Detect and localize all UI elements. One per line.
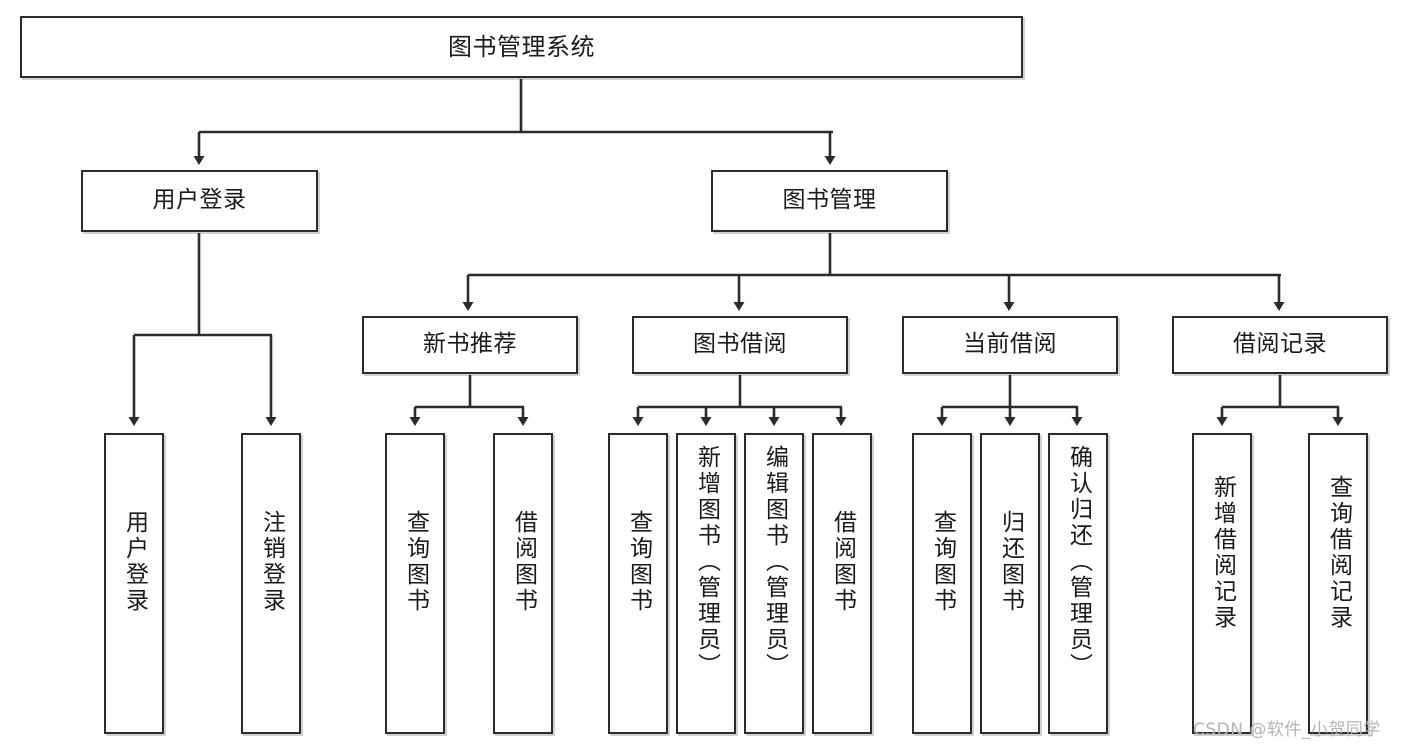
- node-user-login-label: 用户登录: [152, 187, 247, 214]
- node-current-borrow[interactable]: 当前借阅: [902, 316, 1118, 374]
- leaf-borrow-query-book[interactable]: 查询图书: [608, 433, 668, 734]
- leaf-borrow-add-book[interactable]: 新增图书（管理员）: [676, 433, 736, 734]
- leaf-current-query-book-label: 查询图书: [929, 510, 956, 614]
- watermark: CSDN @软件_小贺同学: [1193, 720, 1381, 740]
- node-book-borrow-label: 图书借阅: [693, 331, 787, 358]
- node-borrow-record-label: 借阅记录: [1233, 331, 1327, 358]
- leaf-record-query-label: 查询借阅记录: [1325, 475, 1352, 631]
- leaf-user-logout[interactable]: 注销登录: [241, 433, 301, 734]
- node-book-manage-label: 图书管理: [782, 187, 877, 214]
- leaf-borrow-borrow-book[interactable]: 借阅图书: [812, 433, 872, 734]
- leaf-record-add-label: 新增借阅记录: [1209, 475, 1236, 631]
- leaf-borrow-add-book-label: 新增图书（管理员）: [693, 445, 720, 679]
- leaf-current-return-book[interactable]: 归还图书: [980, 433, 1040, 734]
- leaf-borrow-borrow-book-label: 借阅图书: [829, 510, 856, 614]
- leaf-record-query[interactable]: 查询借阅记录: [1308, 433, 1368, 734]
- leaf-user-logout-label: 注销登录: [258, 510, 285, 614]
- leaf-current-query-book[interactable]: 查询图书: [912, 433, 972, 734]
- node-new-book-recommend[interactable]: 新书推荐: [362, 316, 578, 374]
- node-root-label: 图书管理系统: [448, 32, 595, 61]
- node-borrow-record[interactable]: 借阅记录: [1172, 316, 1388, 374]
- node-new-book-recommend-label: 新书推荐: [423, 331, 517, 358]
- leaf-recommend-query-book-label: 查询图书: [402, 510, 429, 614]
- node-book-manage[interactable]: 图书管理: [711, 170, 948, 232]
- leaf-borrow-edit-book-label: 编辑图书（管理员）: [761, 445, 788, 679]
- node-current-borrow-label: 当前借阅: [963, 331, 1057, 358]
- leaf-borrow-edit-book[interactable]: 编辑图书（管理员）: [744, 433, 804, 734]
- node-root[interactable]: 图书管理系统: [20, 16, 1023, 78]
- leaf-recommend-borrow-book[interactable]: 借阅图书: [493, 433, 553, 734]
- leaf-user-login-label: 用户登录: [121, 510, 148, 614]
- leaf-current-confirm-return[interactable]: 确认归还（管理员）: [1048, 433, 1108, 734]
- leaf-recommend-borrow-book-label: 借阅图书: [510, 510, 537, 614]
- leaf-current-confirm-return-label: 确认归还（管理员）: [1065, 445, 1092, 679]
- leaf-current-return-book-label: 归还图书: [997, 510, 1024, 614]
- leaf-user-login[interactable]: 用户登录: [104, 433, 164, 734]
- leaf-record-add[interactable]: 新增借阅记录: [1192, 433, 1252, 734]
- node-book-borrow[interactable]: 图书借阅: [632, 316, 848, 374]
- leaf-borrow-query-book-label: 查询图书: [625, 510, 652, 614]
- node-user-login[interactable]: 用户登录: [81, 170, 318, 232]
- leaf-recommend-query-book[interactable]: 查询图书: [385, 433, 445, 734]
